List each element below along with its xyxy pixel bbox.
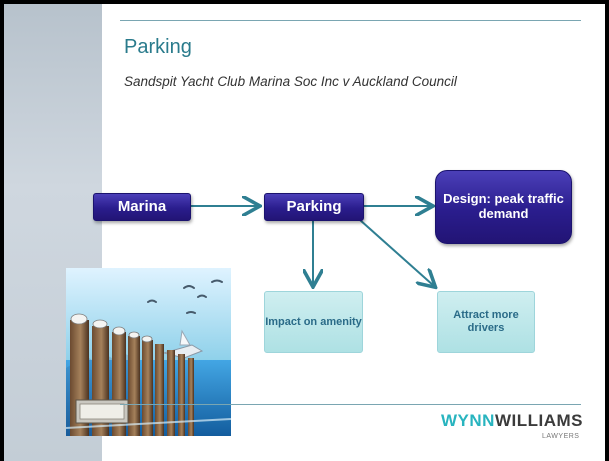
logo-part-williams: WILLIAMS bbox=[494, 411, 583, 430]
node-design: Design: peak traffic demand bbox=[435, 170, 572, 244]
logo-subtitle: LAWYERS bbox=[542, 433, 580, 440]
node-impact: Impact on amenity bbox=[264, 291, 363, 353]
arrow-parking-attract bbox=[359, 219, 434, 286]
node-parking: Parking bbox=[264, 193, 364, 221]
logo-part-wynn: WYNN bbox=[441, 411, 495, 430]
seagull-icons bbox=[147, 279, 223, 314]
wynn-williams-logo: WYNNWILLIAMS LAWYERS bbox=[441, 411, 583, 451]
node-attract: Attract more drivers bbox=[437, 291, 535, 353]
logo-wordmark: WYNNWILLIAMS bbox=[441, 411, 583, 431]
footer-divider bbox=[120, 404, 581, 405]
title-divider bbox=[120, 20, 581, 21]
slide-subtitle: Sandspit Yacht Club Marina Soc Inc v Auc… bbox=[124, 74, 457, 89]
pier-photo bbox=[66, 268, 231, 436]
slide-title: Parking bbox=[124, 36, 192, 58]
node-marina: Marina bbox=[93, 193, 191, 221]
